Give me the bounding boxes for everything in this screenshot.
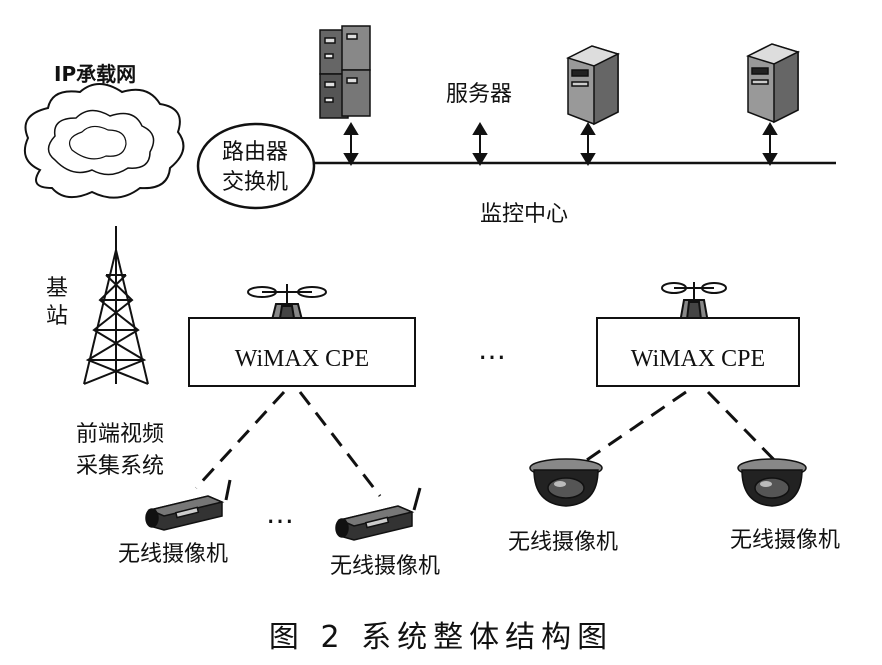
- cpe-label-left: WiMAX CPE: [234, 346, 370, 372]
- dome-camera-icon: [529, 458, 603, 507]
- router-label-line1: 路由器: [222, 140, 289, 165]
- router-label-line2: 交换机: [222, 170, 289, 195]
- base-station-label-2: 站: [46, 304, 69, 329]
- ellipsis-middle: …: [478, 333, 506, 366]
- wireless-links: [194, 390, 784, 497]
- bullet-camera-icon: [145, 479, 232, 531]
- camera-label-2: 无线摄像机: [330, 554, 441, 579]
- base-station-label-1: 基: [46, 276, 69, 301]
- server-icon: [745, 43, 801, 124]
- front-end-label-line1: 前端视频: [76, 422, 165, 447]
- cloud-icon: [24, 83, 185, 199]
- router-switch-ellipse: [196, 122, 316, 210]
- cpe-box-left: WiMAX CPE: [188, 317, 416, 387]
- tower-icon: [83, 226, 149, 385]
- front-end-label-line2: 采集系统: [76, 454, 165, 479]
- ip-network-label: IP承载网: [54, 62, 137, 86]
- servers-label: 服务器: [446, 82, 513, 107]
- camera-label-3: 无线摄像机: [508, 530, 619, 555]
- camera-label-4: 无线摄像机: [730, 528, 841, 553]
- server-icon: [565, 45, 621, 126]
- monitor-center-label: 监控中心: [480, 202, 569, 227]
- figure-caption: 图 2 系统整体结构图: [268, 620, 614, 655]
- cpe-box-right: WiMAX CPE: [596, 317, 800, 387]
- link-arrows: [343, 122, 778, 166]
- dome-camera-icon: [737, 458, 807, 507]
- ellipsis-cameras: …: [266, 497, 294, 530]
- server-rack-icon: [319, 25, 371, 119]
- bullet-camera-icon: [335, 487, 422, 541]
- cpe-label-right: WiMAX CPE: [630, 346, 766, 372]
- camera-label-1: 无线摄像机: [118, 542, 229, 567]
